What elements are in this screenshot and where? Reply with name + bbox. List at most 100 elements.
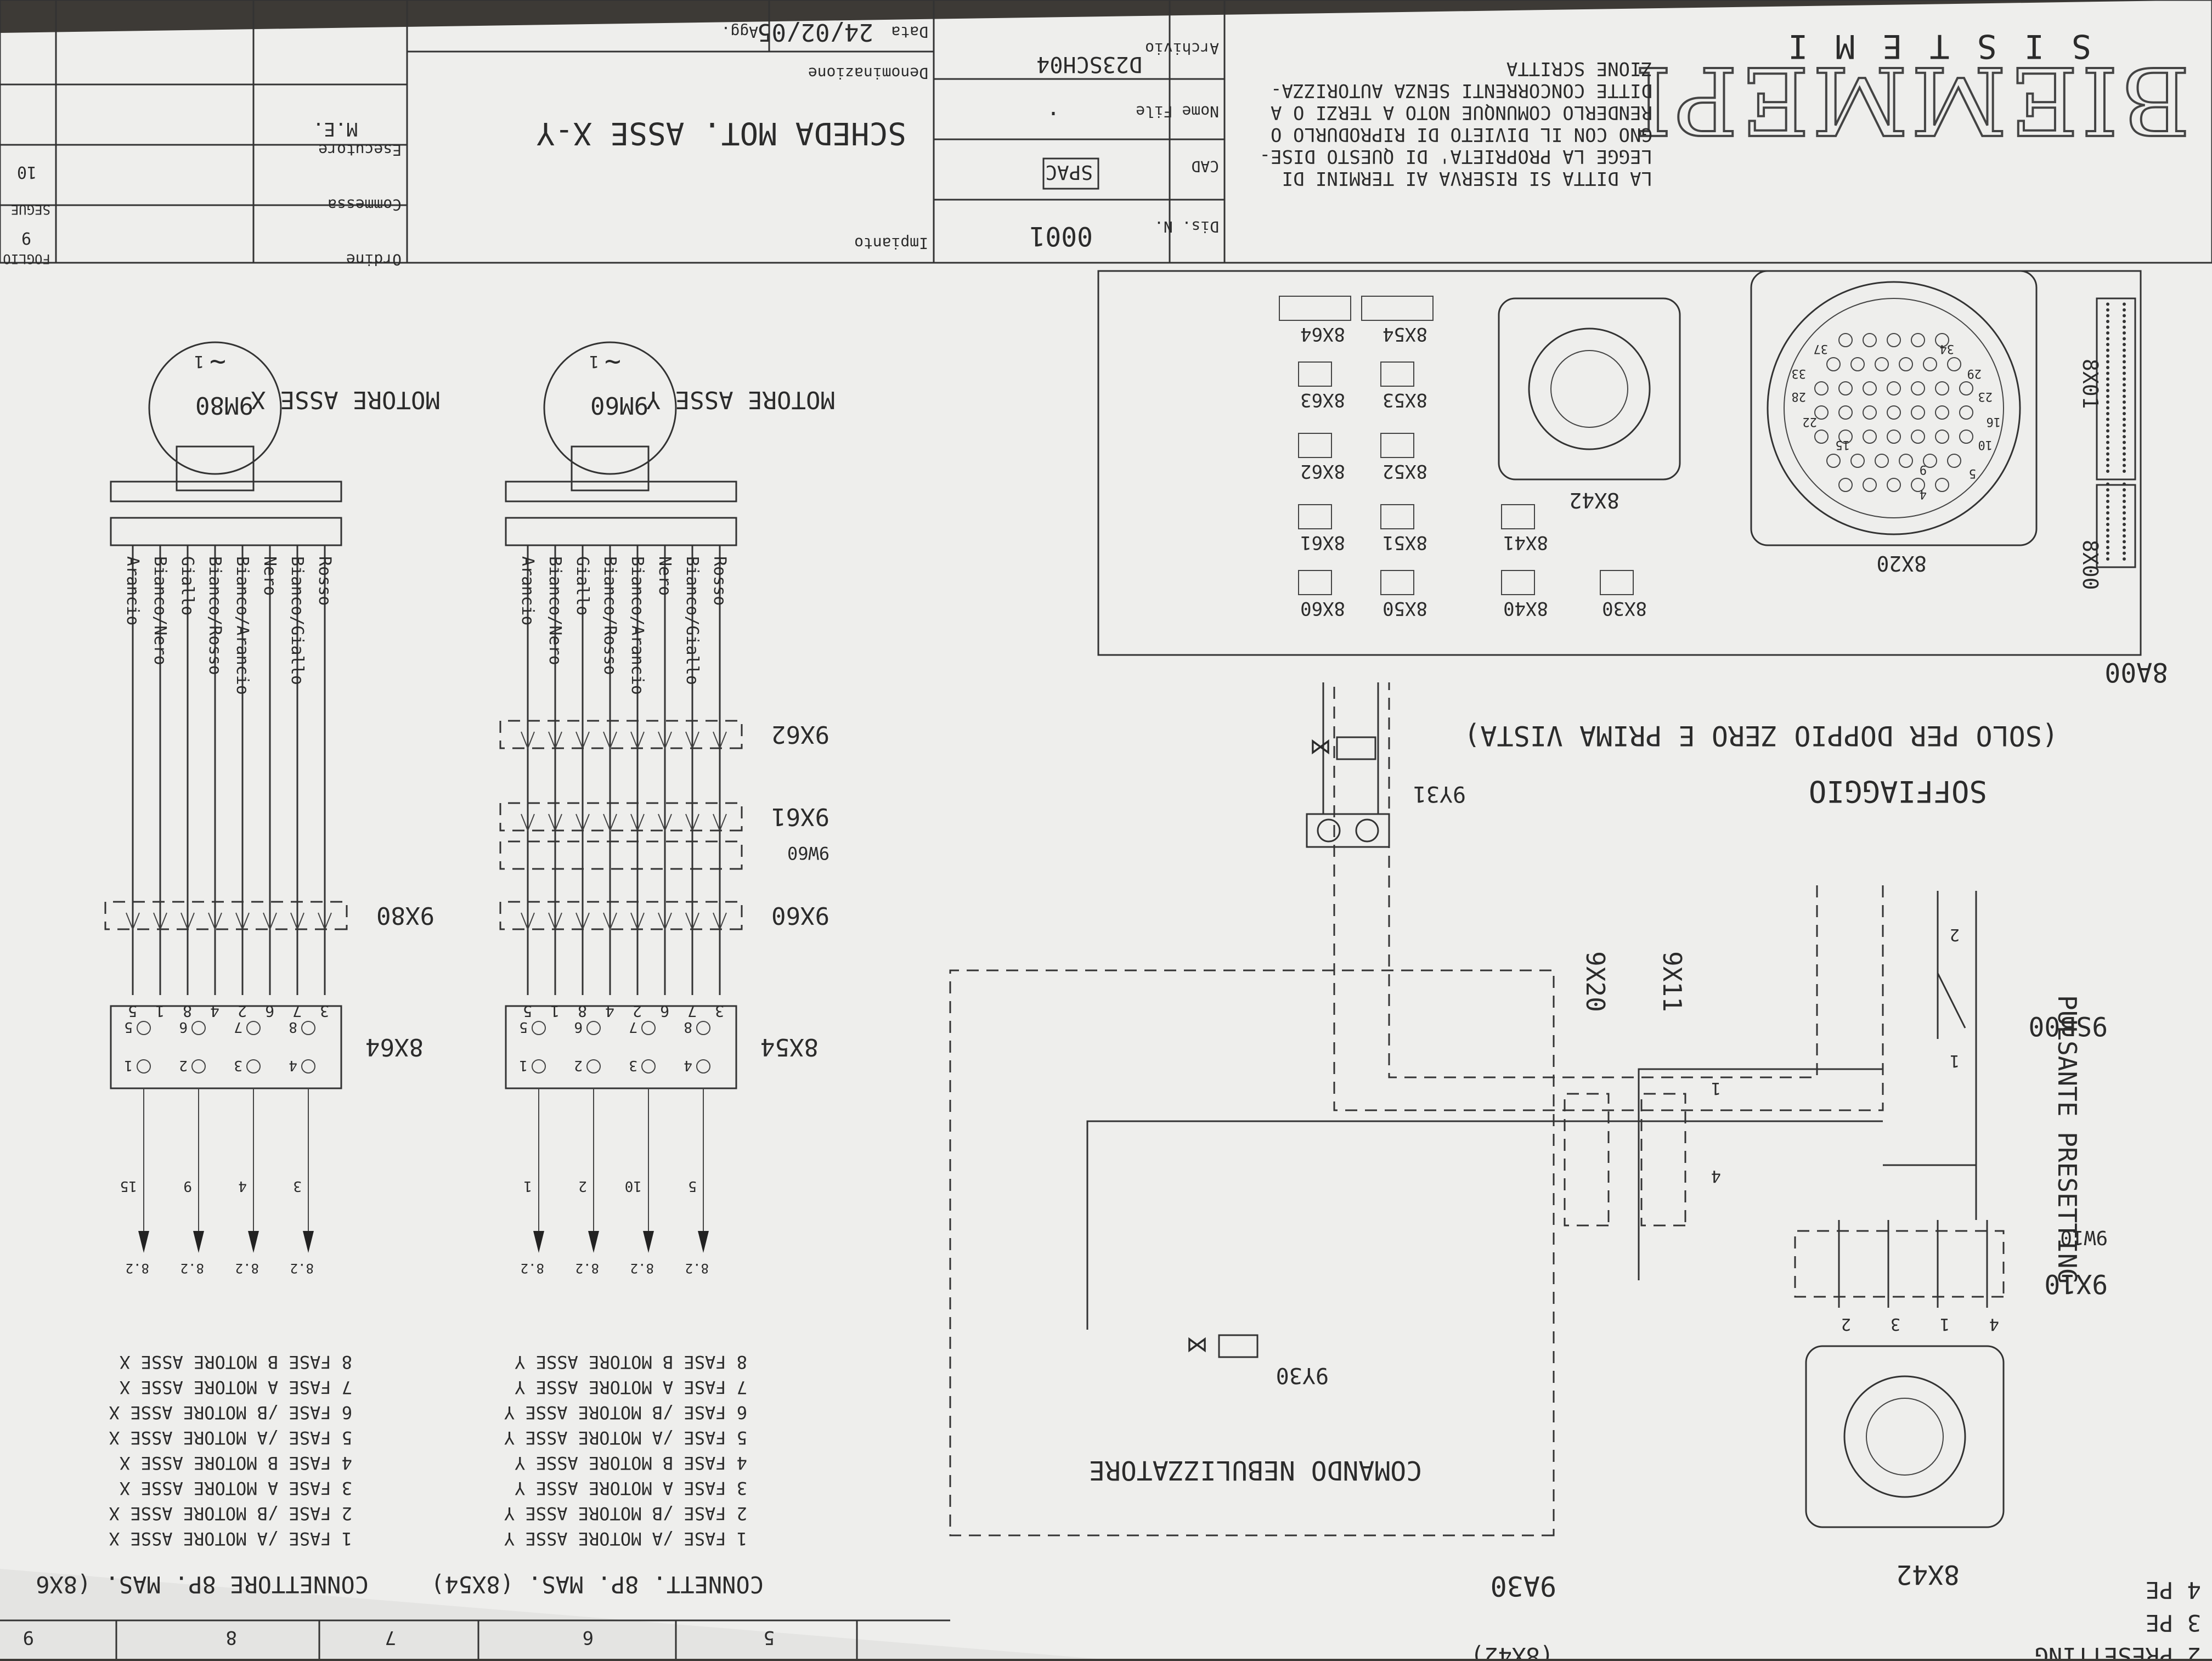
strip-pin [2106, 500, 2109, 503]
small-connector [1380, 504, 1414, 529]
soffiaggio-section: SOFFIAGGIO (SOLO PER DOPPIO ZERO E PRIMA… [1306, 682, 2058, 1111]
connector-arrow [521, 813, 535, 832]
connector-label: 9X80 [376, 901, 435, 929]
strip-pin [2106, 314, 2109, 318]
connector-8x20 [1750, 270, 2038, 546]
denominazione-label: Denominazione [808, 64, 928, 82]
pin-label-4: 4 [1711, 1166, 1721, 1185]
strip-pin [2106, 308, 2109, 312]
wire-pin-number: 2 [238, 1002, 247, 1020]
connector-pin [696, 1021, 710, 1035]
connector-8x42 [1805, 1345, 2005, 1528]
strip-pin [2123, 440, 2126, 444]
outgoing-arrow [193, 1231, 204, 1253]
strip-pin [2123, 534, 2126, 538]
connector-frame [499, 720, 743, 749]
outgoing-pin: 2 [578, 1178, 587, 1194]
connector-8x-box [110, 1005, 342, 1089]
strip-pin [2123, 458, 2126, 461]
wire-color-label: Bianco/Nero [545, 556, 565, 665]
strip-pin [2123, 452, 2126, 456]
svg-text:ZIONE SCRITTA: ZIONE SCRITTA [1506, 58, 1652, 80]
outgoing-ref: 8.2 [685, 1261, 709, 1276]
wire-color-label: Bianco/Giallo [287, 556, 307, 685]
strip-pin [2106, 302, 2109, 306]
wire-color-label: Bianco/Arancio [233, 556, 252, 695]
strip-pin [2123, 325, 2126, 329]
connector-pin [696, 1059, 710, 1074]
strip-pin [2106, 435, 2109, 438]
agg-label: Agg. [721, 23, 758, 41]
strip-pin [2123, 517, 2126, 521]
motor-terminal-bar [110, 481, 342, 502]
pin-number-8x20: 22 [1803, 415, 1818, 428]
motor-terminal-block [110, 517, 342, 546]
connector-pin [532, 1021, 546, 1035]
connector-label: 9X60 [771, 901, 830, 929]
pin-hole [1935, 381, 1949, 396]
valve-9y31: 9Y31 [1413, 781, 1466, 806]
strip-pin [2123, 435, 2126, 438]
connector-frame [499, 840, 743, 870]
pin-hole [1814, 381, 1829, 396]
wire-pin-number: 1 [155, 1002, 165, 1020]
wire-color-label: Bianco/Rosso [600, 556, 619, 675]
strip-pin [2123, 406, 2126, 410]
pin-hole [1838, 405, 1853, 420]
sheet-column-number: 5 [764, 1626, 775, 1648]
wire-color-label: Giallo [178, 556, 197, 615]
small-connector [1298, 570, 1332, 595]
strip-pin [2106, 505, 2109, 509]
strip-pin [2106, 511, 2109, 515]
pin-hole [1911, 430, 1925, 444]
motor-ac-symbol: ~ [605, 347, 621, 378]
archivio-value: D23SCH04 [1036, 52, 1142, 77]
pin-hole [1863, 478, 1877, 492]
connector-arrow [603, 912, 617, 931]
connector-arrow [658, 731, 672, 750]
strip-pin [2106, 354, 2109, 358]
esecutore-value: M.E. [313, 118, 358, 140]
pin-number-8x20: 33 [1792, 366, 1807, 380]
strip-pin [2123, 482, 2126, 486]
wire-color-label: Nero [655, 556, 674, 596]
strip-pin [2123, 528, 2126, 532]
outgoing-pin: 1 [523, 1178, 532, 1194]
outgoing-arrow [138, 1231, 149, 1253]
svg-text:LEGGE LA PROPRIETA' DI QUESTO: LEGGE LA PROPRIETA' DI QUESTO DISE- [1260, 145, 1652, 167]
pin-hole [1923, 454, 1937, 468]
sheet-column-number: 8 [226, 1626, 237, 1648]
svg-text:GNO CON IL DIVIETO DI RIPRODUR: GNO CON IL DIVIETO DI RIPRODURLO O [1271, 123, 1652, 145]
pin-hole [1959, 405, 1973, 420]
connector-8x-label: 8X54 [760, 1033, 819, 1061]
connector-pin [191, 1059, 206, 1074]
strip-pin [2123, 302, 2126, 306]
pin-hole [1850, 454, 1865, 468]
strip-pin [2123, 470, 2126, 473]
pin-number-8x20: 5 [1969, 466, 1976, 480]
strip-pin [2123, 464, 2126, 467]
strip-pin [2106, 412, 2109, 415]
label-8x20: 8X20 [1876, 551, 1927, 575]
svg-text:RENDERLO COMUNQUE NOTO A TERZI: RENDERLO COMUNQUE NOTO A TERZI O A [1271, 101, 1652, 123]
pin-number-9x10: 4 [1989, 1314, 1999, 1334]
small-connector [1380, 361, 1414, 387]
connector-label: 9W60 [787, 843, 830, 863]
strip-pin [2106, 540, 2109, 544]
valve-9y30-symbol: ⋈ [1186, 1332, 1208, 1358]
disn-value: 0001 [1029, 221, 1093, 251]
connector-pin [137, 1059, 151, 1074]
strip-pin [2106, 523, 2109, 526]
pin-legend-line: 3 FASE A MOTORE ASSE Y [515, 1478, 747, 1499]
connector-arrow [658, 813, 672, 832]
wire-color-label: Rosso [315, 556, 334, 606]
connector-label: 9X61 [771, 803, 830, 830]
connector-title: CONNETTORE 8P. MAS. (8X6 [36, 1571, 369, 1598]
wire-pin-number: 7 [687, 1002, 697, 1020]
pin-legend-line: 6 FASE /B MOTORE ASSE Y [504, 1402, 747, 1423]
pin-hole [1863, 405, 1877, 420]
connector-pin-label: 5 [124, 1019, 133, 1035]
